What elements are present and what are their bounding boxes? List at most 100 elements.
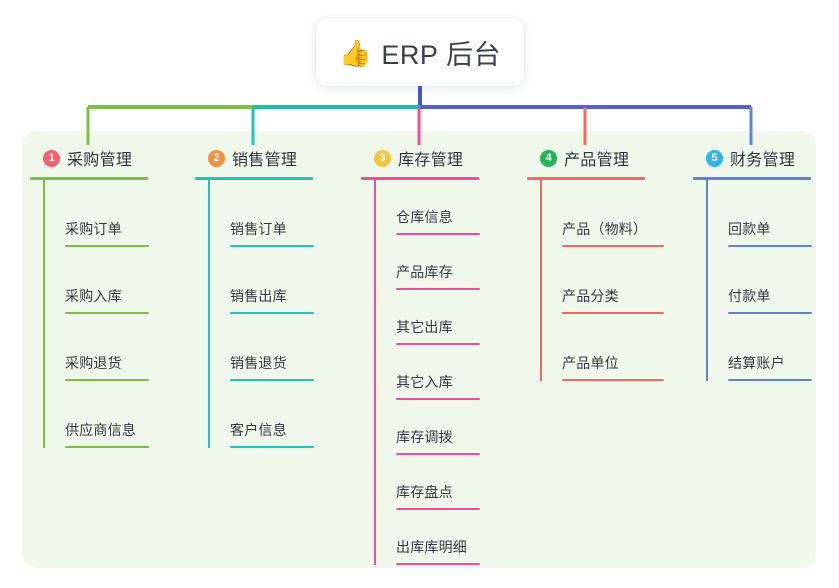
leaf-label: 销售退货 xyxy=(230,355,287,371)
leaf-rule xyxy=(65,312,149,314)
leaf-rule xyxy=(728,312,812,314)
list-item[interactable]: 出库库明细 xyxy=(374,510,480,565)
leaf-label: 库存盘点 xyxy=(396,484,453,500)
list-item[interactable]: 其它出库 xyxy=(374,290,480,345)
column-header-5[interactable]: 5 财务管理 xyxy=(693,146,811,170)
leaf-rule xyxy=(230,446,314,448)
leaf-rule xyxy=(396,453,480,455)
column-header-3[interactable]: 3 库存管理 xyxy=(361,146,479,170)
leaf-spine-2 xyxy=(208,180,210,448)
leaf-rule xyxy=(396,288,480,290)
leaf-list-1: 采购订单采购入库采购退货供应商信息 xyxy=(30,180,149,448)
list-item[interactable]: 库存调拨 xyxy=(374,400,480,455)
leaf-label: 客户信息 xyxy=(230,422,287,438)
column-badge-5: 5 xyxy=(706,149,723,167)
column-title-3: 库存管理 xyxy=(398,152,464,169)
list-item[interactable]: 付款单 xyxy=(706,247,812,314)
leaf-rule xyxy=(562,312,664,314)
column-badge-3: 3 xyxy=(374,149,391,167)
leaf-list-3: 仓库信息产品库存其它出库其它入库库存调拨库存盘点出库库明细 xyxy=(361,180,480,565)
leaf-spine-3 xyxy=(374,180,376,565)
column-header-rule-1 xyxy=(30,177,148,180)
leaf-label: 产品分类 xyxy=(562,288,619,304)
leaf-label: 采购退货 xyxy=(65,355,122,371)
leaf-label: 回款单 xyxy=(728,221,771,237)
list-item[interactable]: 产品（物料） xyxy=(540,180,664,247)
leaf-rule xyxy=(396,563,480,565)
leaf-spine-1 xyxy=(43,180,45,448)
list-item[interactable]: 供应商信息 xyxy=(43,381,149,448)
column-title-1: 采购管理 xyxy=(67,152,133,169)
column-title-4: 产品管理 xyxy=(564,152,630,169)
root-node[interactable]: 👍 ERP 后台 xyxy=(316,18,524,86)
list-item[interactable]: 产品单位 xyxy=(540,314,664,381)
column-4: 4 产品管理产品（物料） 产品分类产品单位 xyxy=(527,146,664,381)
leaf-label: 其它出库 xyxy=(396,319,453,335)
list-item[interactable]: 销售退货 xyxy=(208,314,314,381)
column-title-5: 财务管理 xyxy=(730,152,796,169)
list-item[interactable]: 仓库信息 xyxy=(374,180,480,235)
column-header-rule-4 xyxy=(527,177,645,180)
list-item[interactable]: 产品库存 xyxy=(374,235,480,290)
column-header-1[interactable]: 1 采购管理 xyxy=(30,146,148,170)
list-item[interactable]: 采购订单 xyxy=(43,180,149,247)
list-item[interactable]: 采购退货 xyxy=(43,314,149,381)
leaf-label: 销售出库 xyxy=(230,288,287,304)
leaf-rule xyxy=(65,446,149,448)
column-2: 2 销售管理销售订单销售出库销售退货客户信息 xyxy=(195,146,314,448)
thumbs-up-icon: 👍 xyxy=(339,38,372,68)
leaf-label: 其它入库 xyxy=(396,374,453,390)
leaf-label: 仓库信息 xyxy=(396,209,453,225)
leaf-list-5: 回款单付款单结算账户 xyxy=(693,180,812,381)
leaf-spine-4 xyxy=(540,180,542,381)
leaf-rule xyxy=(562,245,664,247)
leaf-list-4: 产品（物料） 产品分类产品单位 xyxy=(527,180,664,381)
column-badge-1: 1 xyxy=(43,149,60,167)
leaf-label: 产品库存 xyxy=(396,264,453,280)
leaf-rule xyxy=(396,233,480,235)
column-header-4[interactable]: 4 产品管理 xyxy=(527,146,645,170)
list-item[interactable]: 采购入库 xyxy=(43,247,149,314)
leaf-rule xyxy=(65,379,149,381)
leaf-label: 供应商信息 xyxy=(65,422,136,438)
leaf-rule xyxy=(396,508,480,510)
column-header-rule-5 xyxy=(693,177,811,180)
column-badge-2: 2 xyxy=(208,149,225,167)
column-header-2[interactable]: 2 销售管理 xyxy=(195,146,313,170)
leaf-label: 产品单位 xyxy=(562,355,619,371)
column-3: 3 库存管理仓库信息产品库存其它出库其它入库库存调拨库存盘点出库库明细 xyxy=(361,146,480,565)
leaf-rule xyxy=(65,245,149,247)
leaf-list-2: 销售订单销售出库销售退货客户信息 xyxy=(195,180,314,448)
leaf-label: 付款单 xyxy=(728,288,771,304)
column-header-rule-3 xyxy=(361,177,479,180)
leaf-rule xyxy=(230,312,314,314)
leaf-label: 出库库明细 xyxy=(396,539,467,555)
list-item[interactable]: 销售订单 xyxy=(208,180,314,247)
diagram-panel xyxy=(22,131,816,568)
leaf-label: 采购订单 xyxy=(65,221,122,237)
leaf-rule xyxy=(230,379,314,381)
leaf-rule xyxy=(728,245,812,247)
column-badge-4: 4 xyxy=(540,149,557,167)
leaf-label: 产品（物料） xyxy=(562,221,648,237)
list-item[interactable]: 客户信息 xyxy=(208,381,314,448)
list-item[interactable]: 销售出库 xyxy=(208,247,314,314)
root-node-label: ERP 后台 xyxy=(381,39,501,70)
list-item[interactable]: 其它入库 xyxy=(374,345,480,400)
leaf-rule xyxy=(230,245,314,247)
list-item[interactable]: 产品分类 xyxy=(540,247,664,314)
leaf-spine-5 xyxy=(706,180,708,381)
leaf-rule xyxy=(562,379,664,381)
column-1: 1 采购管理采购订单采购入库采购退货供应商信息 xyxy=(30,146,149,448)
list-item[interactable]: 结算账户 xyxy=(706,314,812,381)
list-item[interactable]: 回款单 xyxy=(706,180,812,247)
leaf-label: 采购入库 xyxy=(65,288,122,304)
list-item[interactable]: 库存盘点 xyxy=(374,455,480,510)
leaf-label: 销售订单 xyxy=(230,221,287,237)
column-5: 5 财务管理回款单付款单结算账户 xyxy=(693,146,812,381)
column-header-rule-2 xyxy=(195,177,313,180)
column-title-2: 销售管理 xyxy=(232,152,298,169)
leaf-label: 库存调拨 xyxy=(396,429,453,445)
leaf-rule xyxy=(728,379,812,381)
